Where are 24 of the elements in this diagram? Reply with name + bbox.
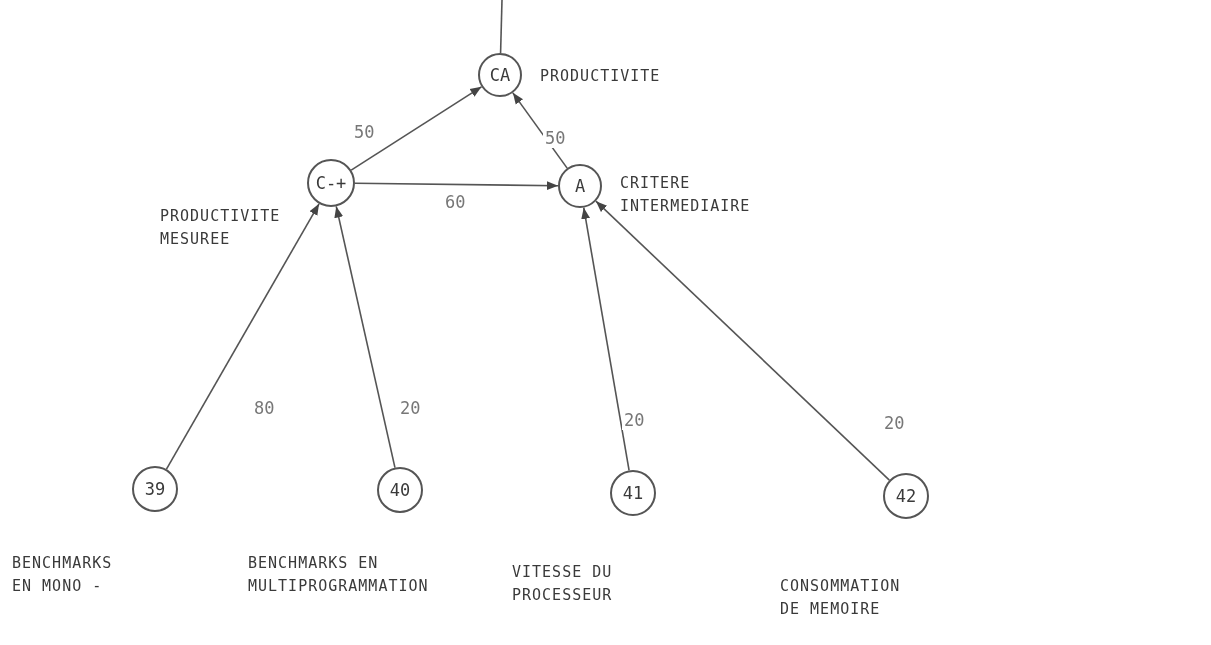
node-caption: BENCHMARKS EN MONO - xyxy=(12,553,114,597)
arrow xyxy=(581,206,630,472)
circle-node: 41 xyxy=(610,470,656,516)
arrow xyxy=(350,86,483,171)
circle-node: A xyxy=(558,164,602,208)
arrow xyxy=(595,200,891,481)
node-caption: CONSOMMATION DE MEMOIRE xyxy=(780,576,902,620)
arrow xyxy=(512,92,568,169)
arrow xyxy=(334,205,396,469)
node-caption: PRODUCTIVITE MESUREE xyxy=(160,206,282,250)
edge-label: 20 xyxy=(622,410,647,430)
edge-label: 50 xyxy=(543,128,568,148)
circle-node: 42 xyxy=(883,473,929,519)
arrow xyxy=(354,181,559,191)
node-caption: BENCHMARKS EN MULTIPROGRAMMATION xyxy=(248,553,430,597)
circle-node: C-+ xyxy=(307,159,355,207)
line xyxy=(499,0,503,54)
node-caption: CRITERE INTERMEDIAIRE xyxy=(620,173,752,217)
arrow xyxy=(165,203,320,470)
circle-node: CA xyxy=(478,53,522,97)
circle-node: 39 xyxy=(132,466,178,512)
node-caption: PRODUCTIVITE xyxy=(540,66,662,87)
circle-node: 40 xyxy=(377,467,423,513)
node-caption: VITESSE DU PROCESSEUR xyxy=(512,562,614,606)
